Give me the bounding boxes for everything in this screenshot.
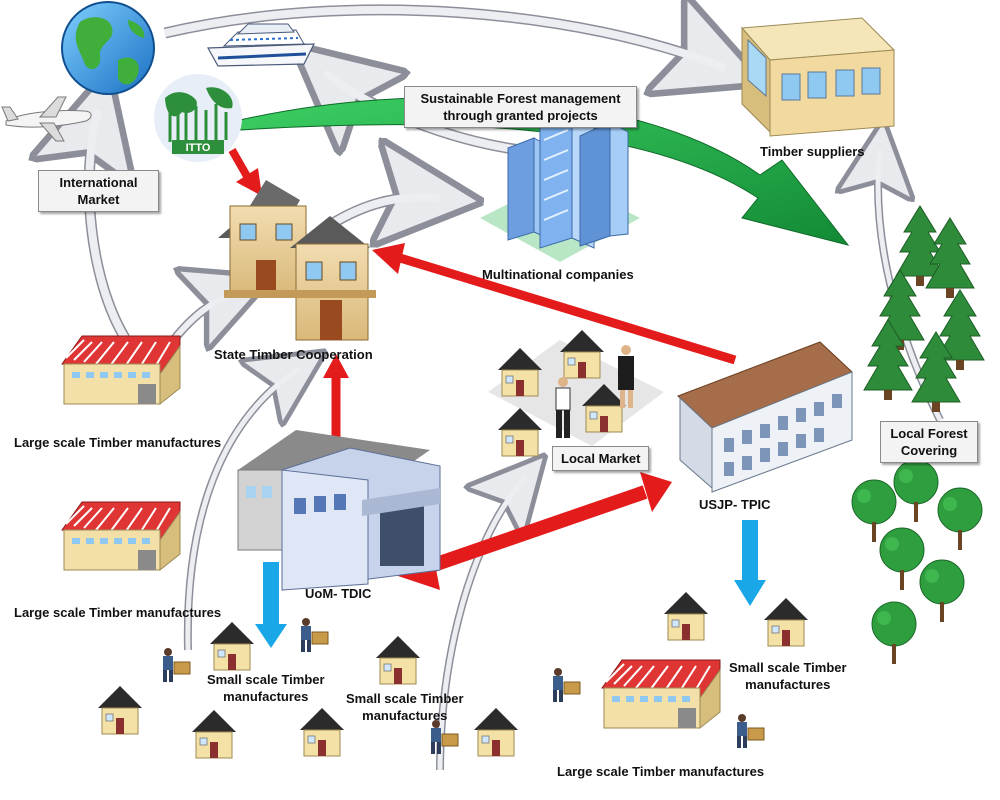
itto-logo: ITTO xyxy=(154,74,242,162)
red-arrow-itto-to-state xyxy=(228,148,262,196)
small-scale-label-3: Small scale Timber manufactures xyxy=(729,660,847,692)
small-scale-label-2: Small scale Timber manufactures xyxy=(346,691,464,723)
state-timber-cooperation-building xyxy=(218,180,376,341)
blue-arrow-usjp-to-small xyxy=(734,520,766,606)
red-arrow-uom-to-state xyxy=(323,354,349,440)
sfm-projects-label: Sustainable Forest management through gr… xyxy=(404,86,637,128)
blue-arrow-uom-to-small xyxy=(255,562,287,648)
large-scale-label-2: Large scale Timber manufactures xyxy=(14,605,222,620)
globe-icon xyxy=(61,1,155,95)
timber-suppliers-label: Timber suppliers xyxy=(760,144,865,159)
local-market-scene xyxy=(488,329,664,457)
state-timber-label: State Timber Cooperation xyxy=(214,347,373,362)
local-forest-label: Local Forest Covering xyxy=(880,421,978,463)
small-scale-label-1: Small scale Timber manufactures xyxy=(207,672,325,704)
usjp-tpic-label: USJP- TPIC xyxy=(699,497,771,512)
multinational-buildings xyxy=(480,113,640,262)
broadleaf-forest xyxy=(851,459,983,665)
multinational-label: Multinational companies xyxy=(482,267,634,282)
large-scale-manufacture-1 xyxy=(61,335,181,405)
arrows-layer xyxy=(89,10,944,771)
large-scale-label-1: Large scale Timber manufactures xyxy=(14,435,222,450)
ship-icon xyxy=(207,23,315,67)
uom-tdic-label: UoM- TDIC xyxy=(305,586,372,601)
local-market-label: Local Market xyxy=(552,446,650,471)
itto-logo-text: ITTO xyxy=(186,142,211,154)
international-market-label: International Market xyxy=(38,170,159,212)
large-scale-label-3: Large scale Timber manufactures xyxy=(557,764,765,779)
businesswoman-icon xyxy=(618,345,634,408)
large-scale-manufacture-2 xyxy=(61,501,181,571)
usjp-tpic-building xyxy=(677,341,853,493)
businessman-icon xyxy=(555,377,571,438)
large-scale-manufacture-3 xyxy=(601,659,721,729)
airplane-icon xyxy=(1,96,92,142)
red-arrow-usjp-to-state xyxy=(372,243,737,365)
timber-suppliers-building xyxy=(740,17,896,137)
uom-tdic-building xyxy=(237,430,441,591)
